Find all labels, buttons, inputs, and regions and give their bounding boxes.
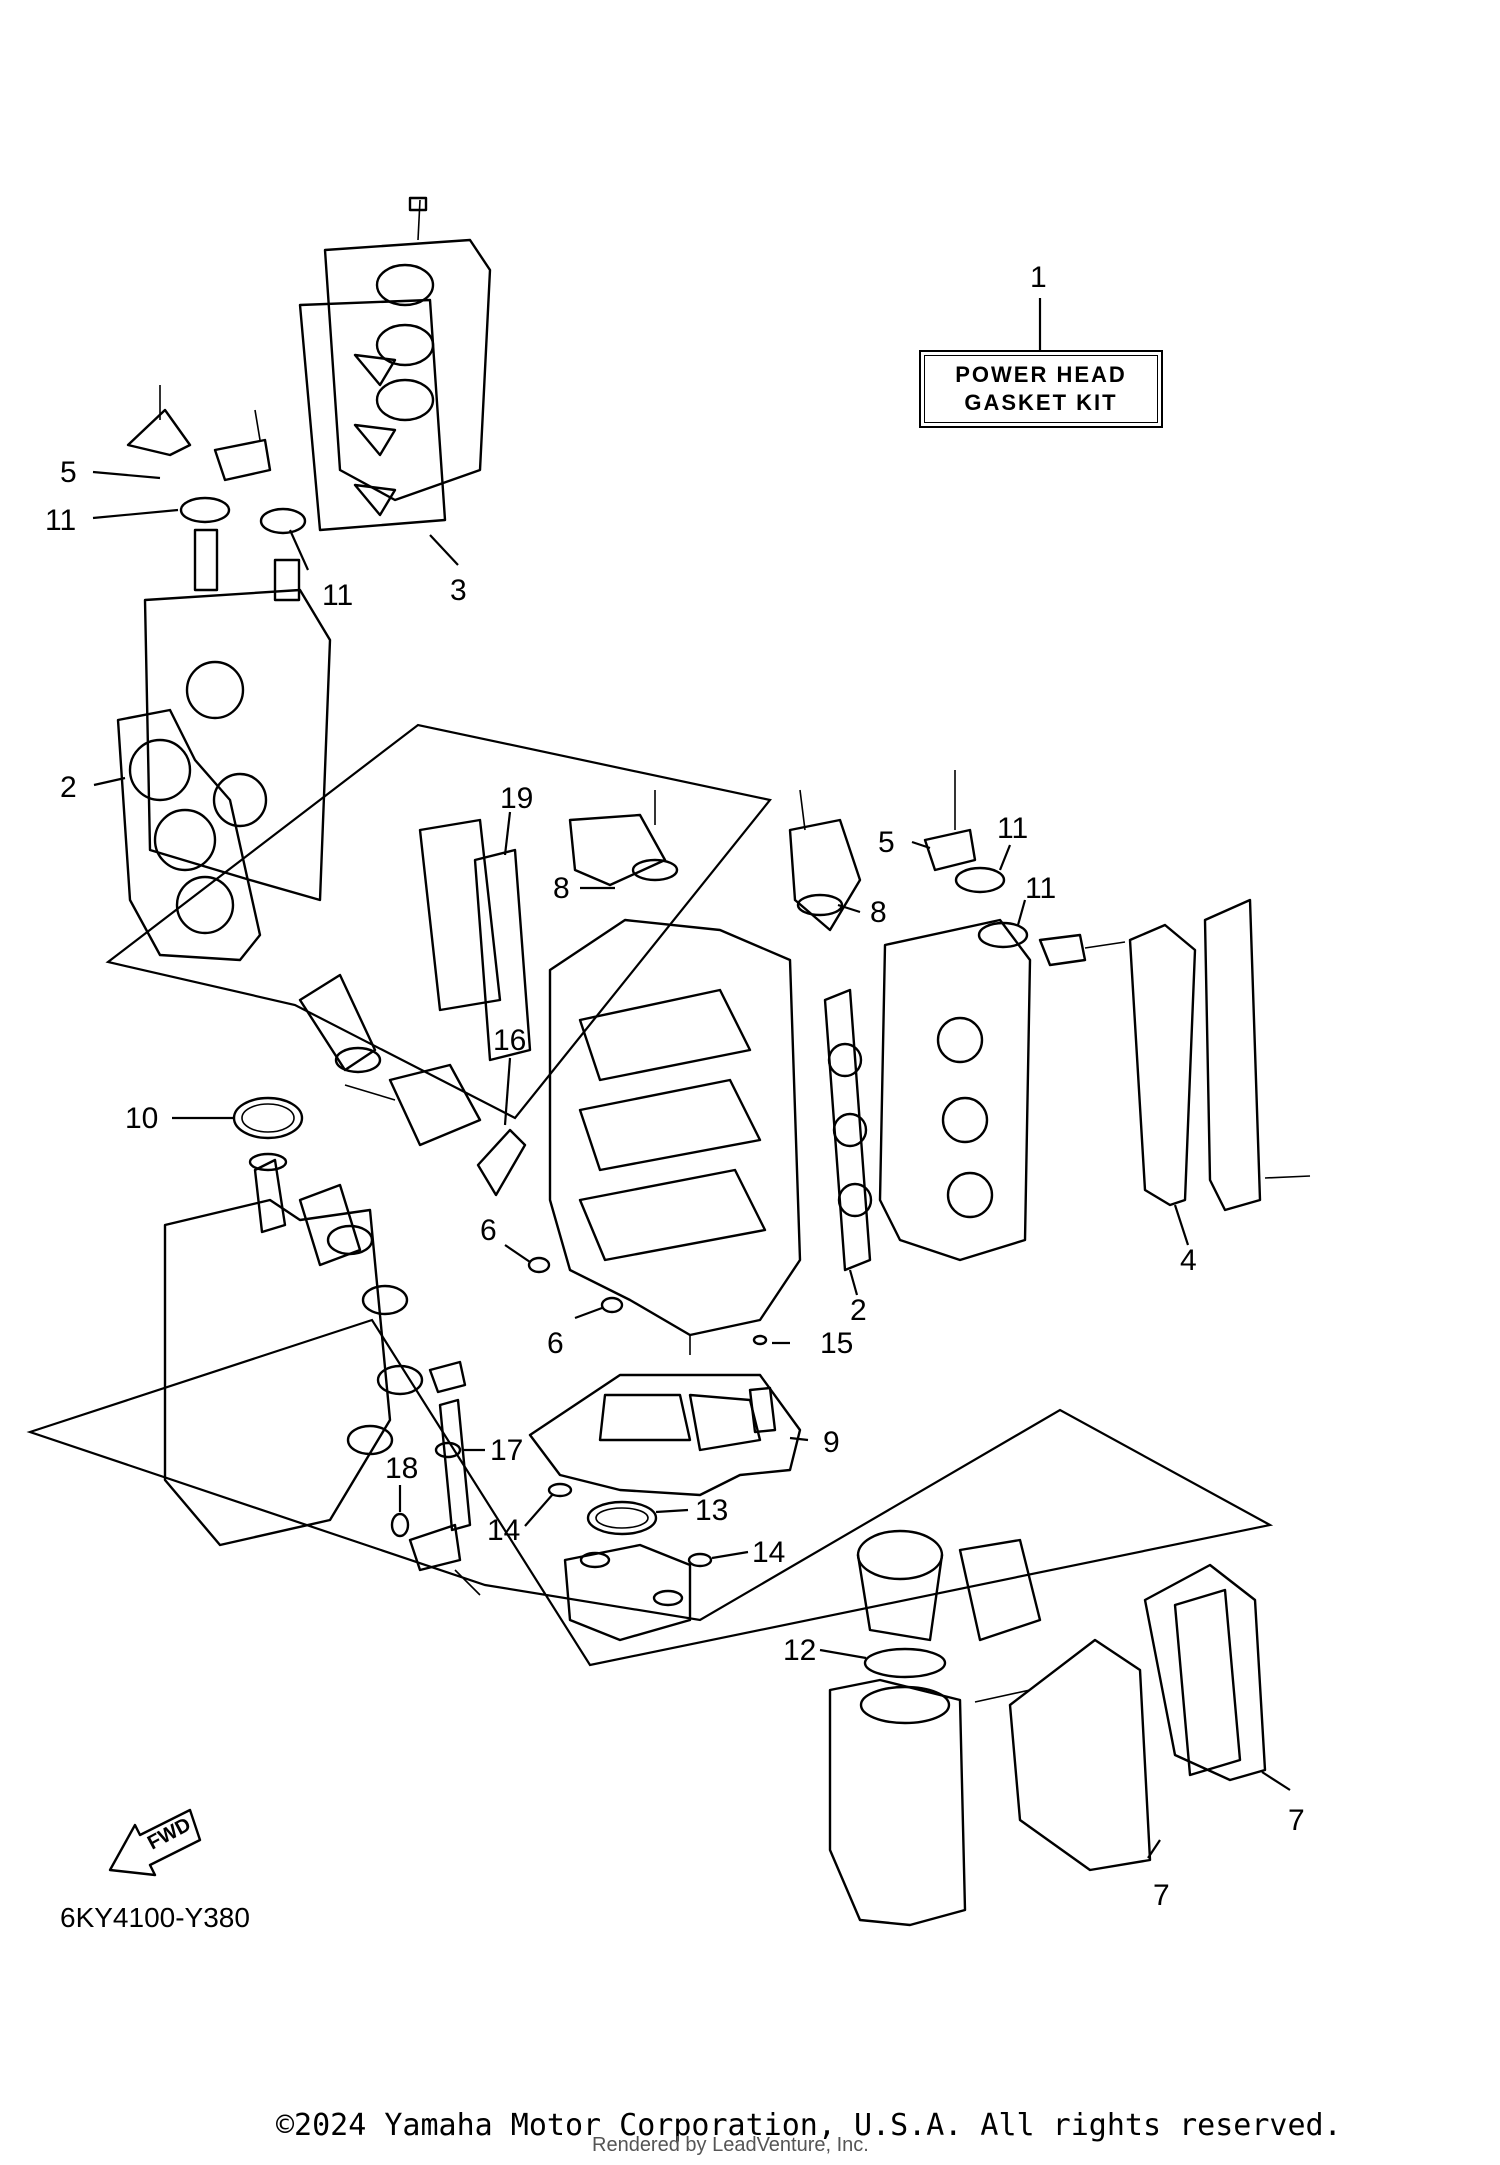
o-ring-14-right [687, 1552, 713, 1568]
throttle-body [856, 1529, 1042, 1642]
left-cylinder-head [126, 385, 332, 902]
callout-6: 6 [547, 1327, 564, 1360]
callout-2: 2 [60, 771, 77, 804]
callout-2: 2 [850, 1294, 867, 1327]
callout-6: 6 [480, 1214, 497, 1247]
o-ring-6-upper [527, 1256, 551, 1274]
power-head-gasket-kit-label: POWER HEAD GASKET KIT [919, 350, 1163, 428]
intake-manifold [828, 1678, 1031, 1927]
callout-1: 1 [1030, 261, 1047, 294]
callout-7: 7 [1153, 1879, 1170, 1912]
cylinder-head-cover-upper [298, 196, 492, 532]
oil-filter-bracket [344, 1063, 482, 1147]
callout-17: 17 [490, 1434, 523, 1467]
o-ring-6-lower [600, 1296, 624, 1314]
gasket-16 [476, 1128, 527, 1197]
right-head-cover-gasket [1128, 923, 1197, 1207]
valve-cover-19 [418, 818, 532, 1062]
right-head-gasket [823, 988, 873, 1272]
callout-11: 11 [322, 579, 353, 612]
callout-18: 18 [385, 1452, 418, 1485]
intake-cover-gasket-left [1008, 1638, 1152, 1872]
lower-frame [26, 1318, 1274, 1667]
thermostat-housing-left [568, 790, 679, 887]
right-cylinder-head [878, 770, 1126, 1262]
intake-cover-gasket-right [1143, 1563, 1267, 1782]
callout-13: 13 [695, 1494, 728, 1527]
callout-14: 14 [487, 1514, 520, 1547]
o-ring-14-left [547, 1482, 573, 1498]
exhaust-gasket [528, 1373, 802, 1497]
oil-seal-10 [232, 1096, 304, 1140]
fwd-arrow-icon: FWD [108, 1808, 202, 1877]
exhaust-guide [563, 1543, 692, 1642]
kit-label-line-1: POWER HEAD [955, 362, 1127, 387]
dipstick-tube [408, 1360, 481, 1596]
callout-numbers: 1 5 11 11 3 2 19 8 8 5 11 11 16 10 6 6 2… [45, 261, 1305, 1912]
copyright-notice: ©2024 Yamaha Motor Corporation, U.S.A. A… [276, 2108, 1342, 2143]
o-ring-17 [434, 1441, 462, 1459]
callout-12: 12 [783, 1634, 816, 1667]
callout-10: 10 [125, 1102, 158, 1135]
kit-label-line-2: GASKET KIT [964, 390, 1118, 415]
kit-label-text: POWER HEAD GASKET KIT [924, 355, 1158, 423]
crankcase-block [548, 918, 802, 1355]
o-ring-18 [390, 1512, 410, 1538]
callout-16: 16 [493, 1024, 526, 1057]
callout-5: 5 [878, 826, 895, 859]
callout-8: 8 [553, 872, 570, 905]
right-head-cover [1203, 898, 1311, 1212]
o-ring-12 [863, 1647, 947, 1679]
callout-19: 19 [500, 782, 533, 815]
callout-3: 3 [450, 574, 467, 607]
diagram-code: 6KY4100-Y380 [60, 1902, 250, 1933]
leader-lines [92, 298, 1291, 1859]
callout-4: 4 [1180, 1244, 1197, 1277]
callout-7: 7 [1288, 1804, 1305, 1837]
callout-9: 9 [823, 1426, 840, 1459]
callout-8: 8 [870, 896, 887, 929]
callout-11: 11 [1025, 872, 1056, 905]
rendered-by-notice: Rendered by LeadVenture, Inc. [592, 2134, 869, 2156]
exhaust-gasket-13 [586, 1500, 658, 1536]
crankshaft-assembly [163, 1152, 424, 1547]
left-head-gasket [116, 708, 262, 962]
intake-cover [1173, 1588, 1242, 1777]
thermostat-housing-right [788, 789, 862, 932]
callout-11: 11 [45, 504, 76, 537]
upper-frame [105, 723, 772, 1120]
callout-14: 14 [752, 1536, 785, 1569]
callout-11: 11 [997, 812, 1028, 845]
oil-filter [298, 973, 382, 1074]
callout-15: 15 [820, 1327, 853, 1360]
callout-5: 5 [60, 456, 77, 489]
